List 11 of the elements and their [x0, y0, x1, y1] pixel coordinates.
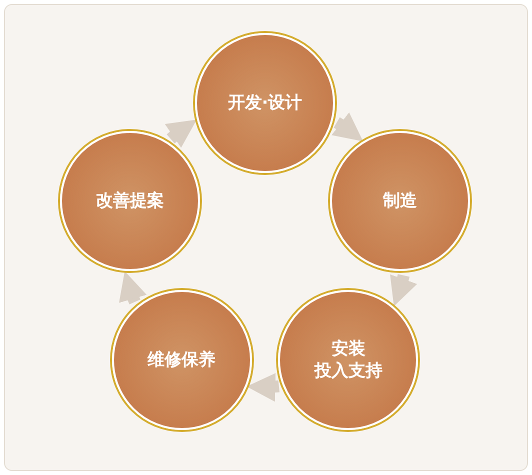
arrow: [332, 112, 364, 142]
circle-label: 安装: [330, 338, 366, 360]
circle-label: 制造: [382, 190, 418, 212]
arrow: [164, 119, 197, 148]
circle-label: 改善提案: [94, 190, 165, 212]
circle-label: 维修保养: [146, 348, 217, 371]
arrow: [119, 271, 147, 304]
arrow: [390, 274, 417, 306]
circle-label: 投入支持: [313, 360, 384, 382]
arrow: [246, 372, 280, 402]
circle-label: 开发·设计: [226, 92, 304, 114]
